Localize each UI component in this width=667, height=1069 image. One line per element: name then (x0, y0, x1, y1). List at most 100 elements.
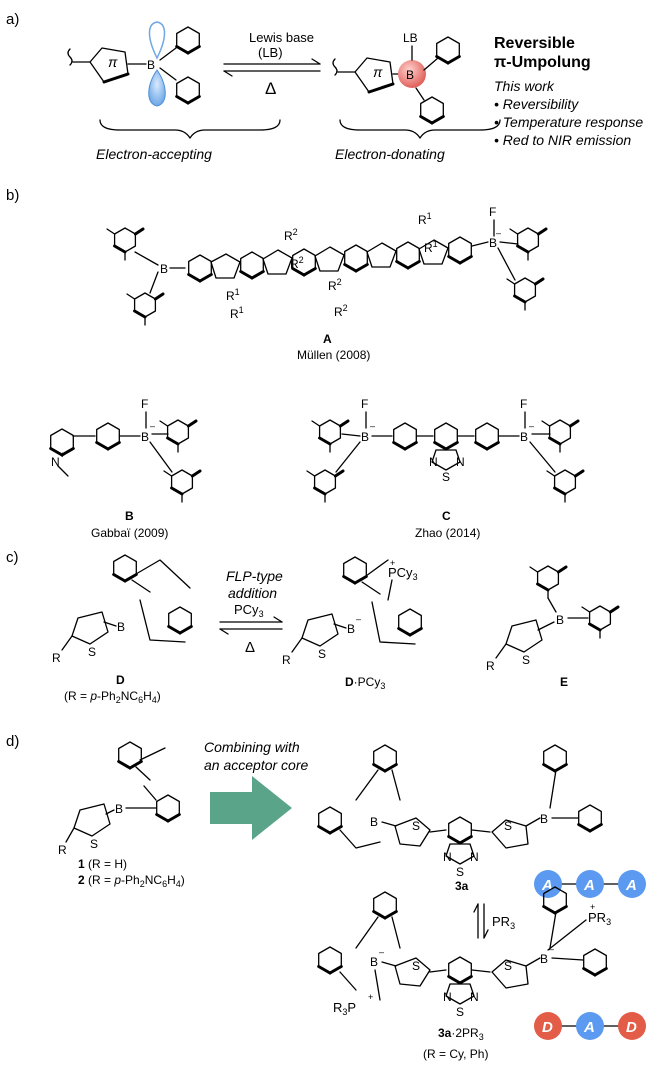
3a2-phosphonium-left-plus: + (368, 992, 373, 1002)
cmpd1-note: 1 (R = H) (78, 857, 127, 871)
title-pi-umpolung: π-Umpolung (494, 54, 591, 71)
C-fluoride-left: F (361, 397, 368, 411)
panel-label-a: a) (6, 11, 19, 28)
label-A: A (323, 332, 332, 346)
circle-acceptor-center (576, 1012, 604, 1040)
bullet-emission: • Red to NIR emission (494, 132, 631, 148)
motif-DAD: D A D (534, 1012, 646, 1040)
caption-electron-donating: Electron-donating (335, 146, 445, 162)
compound-A-structure: B B – F R1 R1 R2 R2 R2 R2 R1 R1 A Müllen… (105, 205, 548, 362)
lewis-base-abbr: (LB) (258, 45, 283, 60)
ref-B: Gabbaï (2009) (91, 526, 168, 540)
boron-atom-left: B (147, 58, 155, 72)
ref-A: Müllen (2008) (297, 348, 370, 362)
pi-label-left: π (108, 54, 118, 70)
3a2-thiophene-S-left: S (412, 959, 420, 973)
D-PCy3-plus: + (390, 558, 395, 568)
3a-thiadiazole-N1: N (443, 850, 452, 864)
B-boron: B (141, 430, 149, 444)
D-substituent-note: (R = p-Ph2NC6H4) (64, 689, 161, 705)
panel-label-b: b) (6, 187, 19, 204)
boron-highlight (398, 60, 426, 88)
green-block-arrow (210, 776, 292, 840)
A-boron-left: B (160, 262, 168, 276)
B-fluoride: F (141, 397, 148, 411)
label-C: C (442, 509, 451, 523)
B-boron-charge: – (150, 421, 155, 431)
title-reversible: Reversible (494, 35, 575, 52)
3a-thiadiazole-S: S (456, 865, 464, 879)
circle-label-d1: D (542, 1019, 553, 1036)
circle-label-1: A (541, 877, 553, 894)
D-R-group: R (52, 651, 61, 665)
C-thiadiazole-N1: N (429, 455, 438, 469)
3a2-boron-right-charge: – (549, 944, 554, 954)
C-fluoride-right: F (520, 397, 527, 411)
empty-p-orbital (148, 21, 166, 60)
ref-C: Zhao (2014) (415, 526, 480, 540)
label-E: E (560, 675, 568, 689)
panel-label-c: c) (6, 549, 19, 566)
compound-B-structure: N + B – F B Gabbaï (2009) (49, 397, 202, 540)
3a2-thiadiazole-S: S (456, 1005, 464, 1019)
cmpd1-R-group: R (58, 843, 67, 857)
label-3a: 3a (455, 879, 469, 893)
compound-3a-structure: B S N N S S B 3a (317, 743, 603, 893)
E-R-group: R (486, 659, 495, 673)
lb-label: LB (403, 31, 418, 45)
circle-label-d3: D (626, 1019, 637, 1036)
compound-D-structure: B S R D (R = p-Ph2NC6H4) (52, 553, 193, 705)
brace-left (99, 119, 281, 139)
combining-text-2: an acceptor core (204, 757, 308, 773)
circle-label-3: A (625, 877, 637, 894)
boron-atom-right: B (406, 68, 414, 82)
flp-type-label: FLP-type (226, 568, 283, 584)
C-boron-left: B (361, 430, 369, 444)
cmpd2-note: 2 (R = p-Ph2NC6H4) (78, 873, 185, 889)
3a-thiadiazole-N2: N (470, 850, 479, 864)
B-pyridinium-charge: + (60, 450, 65, 460)
circle-label-d2: A (583, 1019, 595, 1036)
D-boron: B (117, 620, 125, 634)
this-work-box: Reversible π-Umpolung This work • Revers… (494, 35, 643, 148)
D-thiophene-S: S (88, 645, 96, 659)
A-boron-charge: – (496, 228, 501, 238)
r-definition: (R = Cy, Ph) (423, 1047, 488, 1061)
brace-right (339, 119, 501, 139)
C-boron-left-charge: – (370, 421, 375, 431)
caption-electron-accepting: Electron-accepting (96, 146, 212, 162)
D-PCy3-thiophene-S: S (318, 647, 326, 661)
circle-donor-1 (534, 1012, 562, 1040)
3a-boron-right: B (540, 812, 548, 826)
E-thiophene-S: S (522, 653, 530, 667)
compound-E-structure: B S R E (486, 564, 620, 689)
bullet-reversibility: • Reversibility (494, 96, 579, 112)
donor-structure: π B LB Electron-donating (332, 31, 501, 162)
cmpd1-thiophene-S: S (90, 837, 98, 851)
addition-label: addition (228, 585, 277, 601)
combination-arrow: Combining with an acceptor core (204, 739, 308, 840)
heat-symbol-c: Δ (245, 639, 255, 656)
panel-label-d: d) (6, 733, 19, 750)
C-boron-right: B (520, 430, 528, 444)
3a2-phosphonium-right-plus: + (590, 902, 595, 912)
cmpd1-boron: B (115, 802, 123, 816)
label-3a-2PR3: 3a·2PR3 (438, 1026, 484, 1042)
C-boron-right-charge: – (529, 421, 534, 431)
combining-text-1: Combining with (204, 739, 300, 755)
acceptor-structure: π B Electron-accepting (67, 21, 281, 162)
3a2-thiophene-S-right: S (504, 959, 512, 973)
compound-1-2-structure: B S R 1 (R = H) 2 (R = p-Ph2NC6H4) (58, 740, 185, 889)
circle-label-2: A (583, 877, 595, 894)
label-D-PCy3: D·PCy3 (345, 675, 385, 691)
A-fluoride: F (489, 205, 496, 219)
lewis-base-label: Lewis base (249, 30, 314, 45)
A-R2-d: R2 (334, 303, 348, 319)
A-R2-b: R2 (290, 255, 304, 271)
circle-acceptor-3 (618, 870, 646, 898)
label-D: D (116, 673, 125, 687)
equilibrium-arrow-a: Lewis base (LB) Δ (223, 30, 321, 98)
bullet-temperature: • Temperature response (494, 114, 643, 130)
3a-thiophene-S-right: S (504, 819, 512, 833)
heat-symbol-a: Δ (265, 79, 276, 98)
